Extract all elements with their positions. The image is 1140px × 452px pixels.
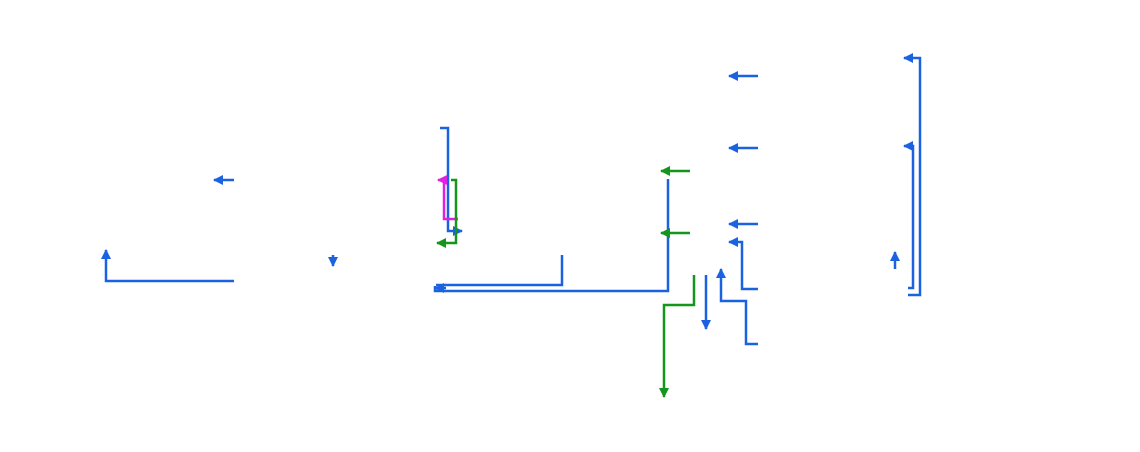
connector-elbow-up-lower — [716, 268, 758, 346]
connector-bracket-far-right-outer — [903, 53, 922, 297]
connector-bracket-magenta — [437, 175, 458, 221]
connector-elbow-left-upper — [728, 237, 758, 291]
connector-bracket-far-right-inner — [903, 141, 915, 290]
connector-long-route-inner — [436, 255, 564, 287]
connector-long-route-outer — [433, 179, 670, 293]
connector-green-elbow-down — [659, 275, 696, 398]
connector-bracket-green — [436, 178, 458, 248]
connector-elbow-up-left — [101, 249, 234, 283]
